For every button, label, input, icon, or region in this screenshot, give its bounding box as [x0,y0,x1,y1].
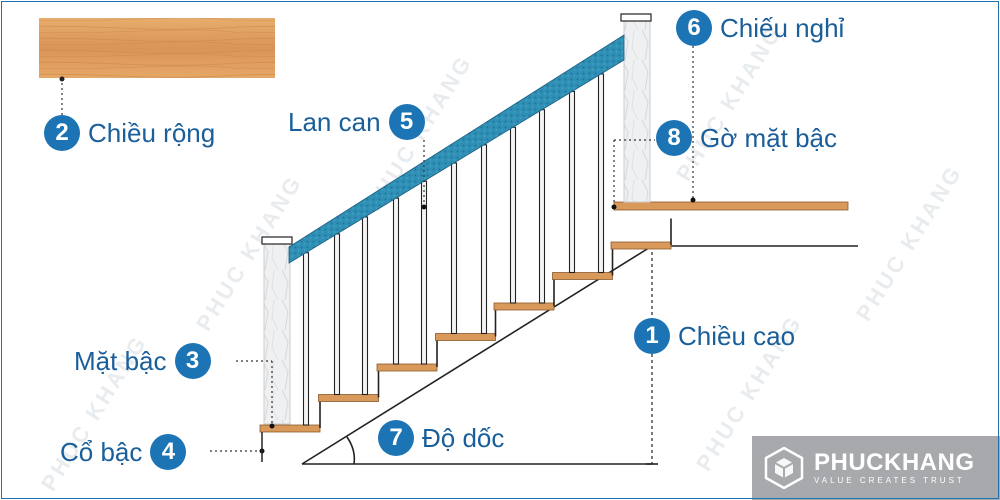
logo-tagline: VALUE CREATES TRUST [814,476,965,485]
number-badge: 1 [634,318,670,354]
label-text: Gờ mặt bậc [700,122,837,153]
baluster [392,197,400,365]
number-badge: 2 [44,115,80,151]
wood-sample [39,18,275,78]
cube-logo-icon [764,446,804,490]
label-text: Chiều rộng [88,117,216,148]
slope-outline [301,245,858,465]
baluster [361,216,369,396]
label-slope: 7 Độ dốc [378,420,504,456]
label-riser: 4 Cổ bậc [60,434,187,470]
number-badge: 3 [174,343,211,379]
label-landing: 6 Chiếu nghỉ [676,10,844,46]
step-tread [376,363,438,372]
number-badge: 8 [656,120,692,156]
step-tread [435,333,496,341]
baluster [597,73,605,274]
label-text: Lan can [288,106,381,137]
label-tread: 3 Mặt bậc [74,343,211,379]
number-badge: 5 [388,104,425,140]
step-tread [493,302,555,311]
step-tread [259,424,321,433]
baluster [302,252,310,426]
label-text: Chiếu nghỉ [720,12,845,43]
number-badge: 7 [378,420,414,456]
landing-board [613,201,849,211]
logo-brand: PHUCKHANG [814,449,975,476]
baluster [509,126,517,304]
label-width: 2 Chiều rộng [44,115,215,151]
leader-dot [59,76,65,82]
leader-lines [210,46,694,452]
label-height: 1 Chiều cao [634,318,795,354]
baluster [538,109,546,304]
label-text: Độ dốc [422,422,505,453]
baluster [333,233,341,396]
baluster [450,162,458,335]
label-text: Chiều cao [678,320,796,351]
label-text: Mặt bậc [74,345,167,376]
handrail [288,34,625,264]
newel-post-top [620,13,652,203]
number-badge: 4 [150,434,187,470]
label-text: Cổ bậc [60,436,143,467]
company-logo: PHUCKHANG VALUE CREATES TRUST [752,436,1000,500]
number-badge: 6 [676,10,712,46]
step-tread [318,394,379,402]
label-nosing: 8 Gờ mặt bậc [656,120,837,156]
stair-steps [259,218,672,433]
newel-post-bottom [261,236,293,425]
label-railing: 5 Lan can [288,104,425,140]
step-tread [610,241,672,250]
balusters [302,73,605,426]
baluster [568,90,576,274]
baluster [480,144,488,335]
step-tread [552,272,613,280]
